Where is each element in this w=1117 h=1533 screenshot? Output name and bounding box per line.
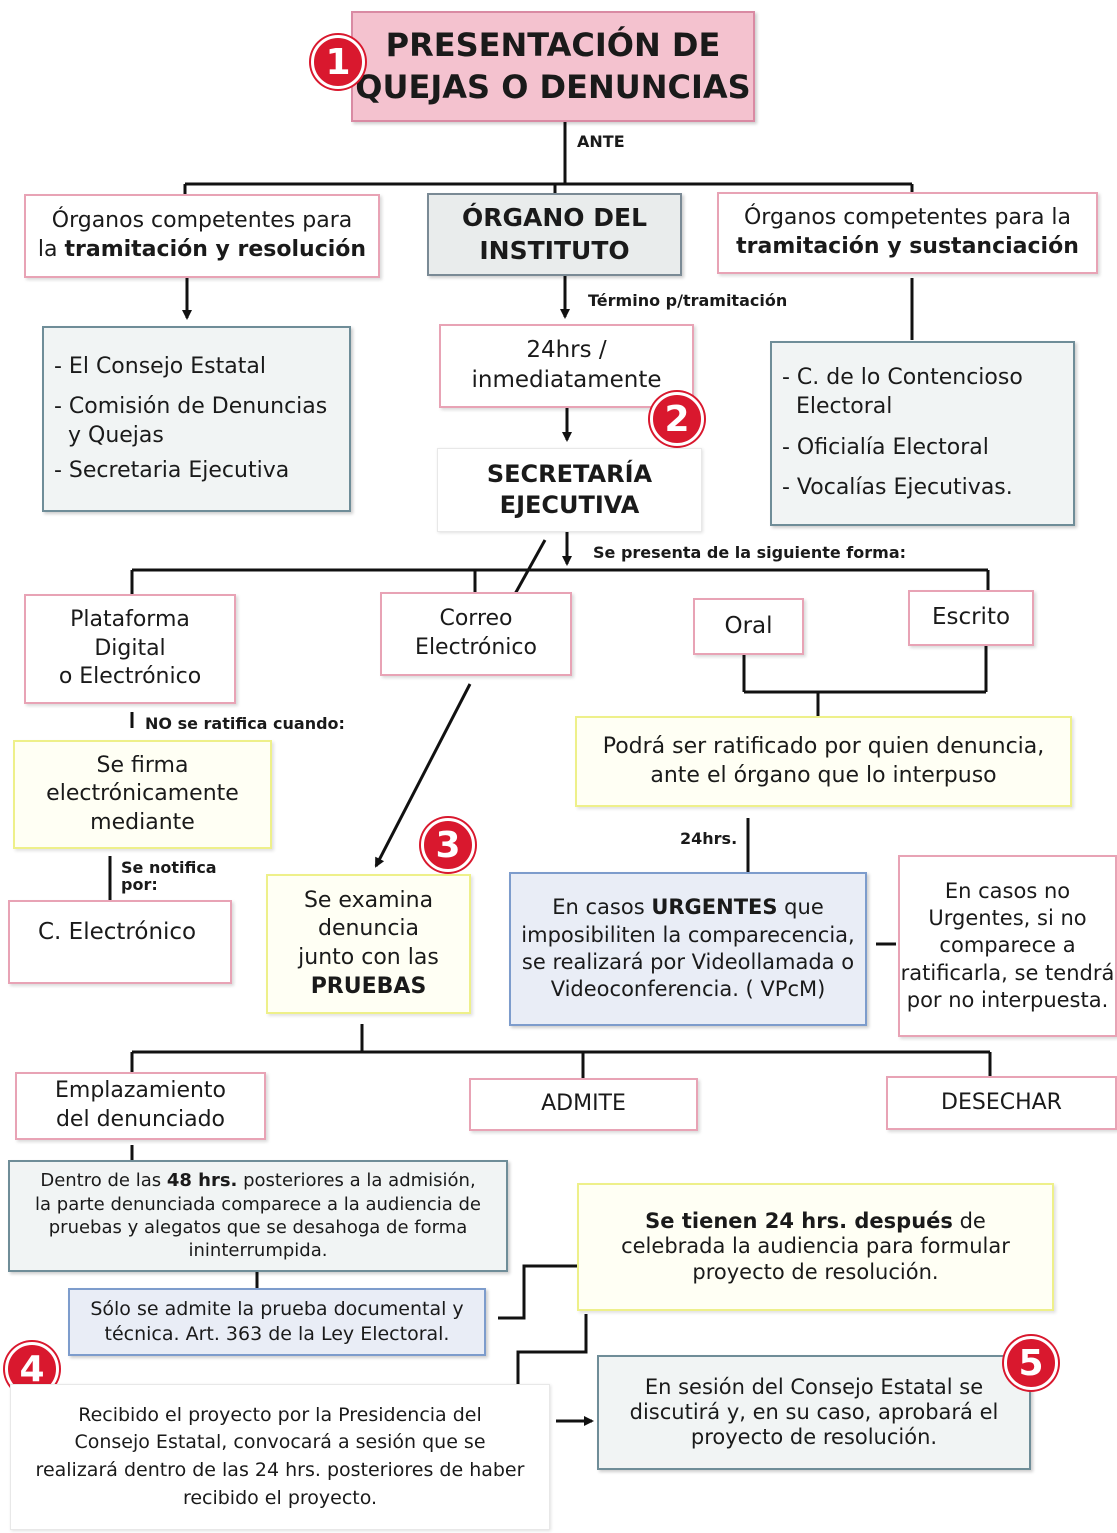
dentro-48hrs-box: Dentro de las 48 hrs. posteriores a la a… <box>8 1160 508 1272</box>
right-organs-list: - C. de lo Contencioso Electoral - Ofici… <box>770 341 1075 526</box>
ratificado-box: Podrá ser ratificado por quien denuncia,… <box>575 716 1072 807</box>
correo-electronico-box: Correo Electrónico <box>380 592 572 676</box>
correo-line1: Correo <box>439 606 513 632</box>
plazo-line1: 24hrs / <box>526 337 607 364</box>
recibido-line2: Consejo Estatal, convocará a sesión que … <box>74 1431 486 1454</box>
solo-line1: Sólo se admite la prueba documental y <box>90 1298 464 1321</box>
organo-instituto-line2: INSTITUTO <box>479 235 630 265</box>
organos-right-line2: tramitación y sustanciación <box>736 234 1079 259</box>
list-item: - El Consejo Estatal <box>54 353 266 379</box>
c-electronico-box: C. Electrónico <box>8 900 232 984</box>
urgentes-line3: se realizará por Videollamada o <box>521 950 855 974</box>
label-se-notifica: Se notifica por: <box>121 858 217 894</box>
tienen-line3: proyecto de resolución. <box>692 1259 939 1284</box>
tienen-line1: Se tienen 24 hrs. después de <box>645 1209 986 1234</box>
examina-line4: PRUEBAS <box>310 973 427 999</box>
plataforma-line3: o Electrónico <box>58 664 202 690</box>
sesion-line1: En sesión del Consejo Estatal se <box>644 1374 984 1399</box>
recibido-line3: realizará dentro de las 24 hrs. posterio… <box>35 1459 525 1481</box>
correo-line2: Electrónico <box>415 635 537 660</box>
no-urgentes-box: En casos no Urgentes, si no comparece a … <box>898 855 1117 1037</box>
secretaria-line1: SECRETARÍA <box>486 459 653 488</box>
escrito-box: Escrito <box>908 590 1034 646</box>
list-item: - Oficialía Electoral <box>782 434 989 460</box>
list-item: - Comisión de Denuncias y Quejas <box>54 394 328 448</box>
firma-line3: mediante <box>90 809 195 835</box>
organo-instituto-line1: ÓRGANO DEL <box>461 203 647 232</box>
organos-left-line1: Órganos competentes para <box>51 208 353 234</box>
badge-3: 3 <box>421 818 475 872</box>
no-urgentes-line3: comparece a <box>939 933 1076 958</box>
emplazamiento-box: Emplazamiento del denunciado <box>15 1072 266 1140</box>
title-box: PRESENTACIÓN DE QUEJAS O DENUNCIAS <box>351 11 755 122</box>
dentro-line2: la parte denunciada comparece a la audie… <box>35 1193 481 1215</box>
examina-line3: junto con las <box>298 945 439 970</box>
firma-line2: electrónicamente <box>46 781 239 807</box>
plataforma-line2: Digital <box>94 635 166 661</box>
organos-right-line1: Órganos competentes para la <box>743 205 1072 231</box>
organos-tramitacion-resolucion: Órganos competentes para la tramitación … <box>24 194 380 278</box>
title-line2: QUEJAS O DENUNCIAS <box>355 67 751 106</box>
left-organs-list: - El Consejo Estatal - Comisión de Denun… <box>42 326 351 512</box>
plazo-line2: inmediatamente <box>471 367 662 393</box>
organos-tramitacion-sustanciacion: Órganos competentes para la tramitación … <box>717 192 1098 274</box>
list-item: - Secretaria Ejecutiva <box>54 457 290 483</box>
label-ante: ANTE <box>577 132 625 151</box>
secretaria-line2: EJECUTIVA <box>499 491 640 519</box>
badge-1: 1 <box>311 35 365 89</box>
recibido-proyecto-box: Recibido el proyecto por la Presidencia … <box>10 1384 550 1530</box>
se-tienen-24hrs-box: Se tienen 24 hrs. después de celebrada l… <box>577 1183 1054 1311</box>
c-electronico-text: C. Electrónico <box>38 919 197 945</box>
emplazamiento-line1: Emplazamiento <box>54 1078 227 1104</box>
urgentes-line2: imposibiliten la comparecencia, <box>521 922 855 947</box>
no-urgentes-line4: ratificarla, se tendrá <box>900 960 1115 985</box>
plataforma-line1: Plataforma <box>70 607 190 633</box>
ratificado-line2: ante el órgano que lo interpuso <box>650 762 997 788</box>
no-urgentes-line1: En casos no <box>944 878 1071 903</box>
urgentes-box: En casos URGENTES que imposibiliten la c… <box>509 872 867 1026</box>
sesion-line3: proyecto de resolución. <box>690 1425 938 1450</box>
firma-line1: Se firma <box>96 752 189 778</box>
ratificado-line1: Podrá ser ratificado por quien denuncia, <box>602 733 1045 759</box>
examina-line1: Se examina <box>303 887 434 913</box>
solo-prueba-box: Sólo se admite la prueba documental y té… <box>68 1288 486 1356</box>
tienen-line2: celebrada la audiencia para formular <box>621 1234 1010 1259</box>
label-no-ratifica: NO se ratifica cuando: <box>145 714 345 733</box>
badge-2: 2 <box>650 392 704 446</box>
list-item: - C. de lo Contencioso Electoral <box>782 365 1023 419</box>
badge-5: 5 <box>1004 1336 1058 1390</box>
examina-line2: denuncia <box>317 916 420 942</box>
sesion-consejo-box: En sesión del Consejo Estatal se discuti… <box>597 1355 1031 1470</box>
solo-line2: técnica. Art. 363 de la Ley Electoral. <box>104 1323 450 1345</box>
dentro-line3: pruebas y alegatos que se desahoga de fo… <box>48 1217 468 1238</box>
organos-left-line2: la tramitación y resolución <box>37 237 367 262</box>
plazo-24hrs-box: 24hrs / inmediatamente <box>439 324 694 408</box>
label-se-presenta: Se presenta de la siguiente forma: <box>593 543 907 562</box>
label-termino: Término p/tramitación <box>588 291 788 310</box>
emplazamiento-line2: del denunciado <box>55 1107 226 1132</box>
no-urgentes-line5: por no interpuesta. <box>906 987 1109 1012</box>
recibido-line4: recibido el proyecto. <box>182 1486 378 1509</box>
label-24hrs: 24hrs. <box>680 829 738 848</box>
plataforma-digital-box: Plataforma Digital o Electrónico <box>24 594 236 704</box>
dentro-line1: Dentro de las 48 hrs. posteriores a la a… <box>40 1170 476 1192</box>
no-urgentes-line2: Urgentes, si no <box>928 906 1087 931</box>
admite-box: ADMITE <box>469 1078 698 1131</box>
firma-electronica-box: Se firma electrónicamente mediante <box>13 740 272 849</box>
examina-pruebas-box: Se examina denuncia junto con las PRUEBA… <box>266 874 471 1014</box>
secretaria-ejecutiva-box: SECRETARÍA EJECUTIVA <box>437 448 702 532</box>
recibido-line1: Recibido el proyecto por la Presidencia … <box>78 1403 482 1426</box>
urgentes-line4: Videoconferencia. ( VPcM) <box>550 977 826 1002</box>
title-line1: PRESENTACIÓN DE <box>385 25 721 64</box>
urgentes-line1: En casos URGENTES que <box>552 895 824 920</box>
desechar-box: DESECHAR <box>886 1076 1117 1130</box>
dentro-line4: ininterrumpida. <box>188 1240 328 1262</box>
oral-box: Oral <box>693 598 804 655</box>
sesion-line2: discutirá y, en su caso, aprobará el <box>629 1399 999 1424</box>
organo-del-instituto: ÓRGANO DEL INSTITUTO <box>427 193 682 276</box>
list-item: - Vocalías Ejecutivas. <box>782 475 1013 501</box>
